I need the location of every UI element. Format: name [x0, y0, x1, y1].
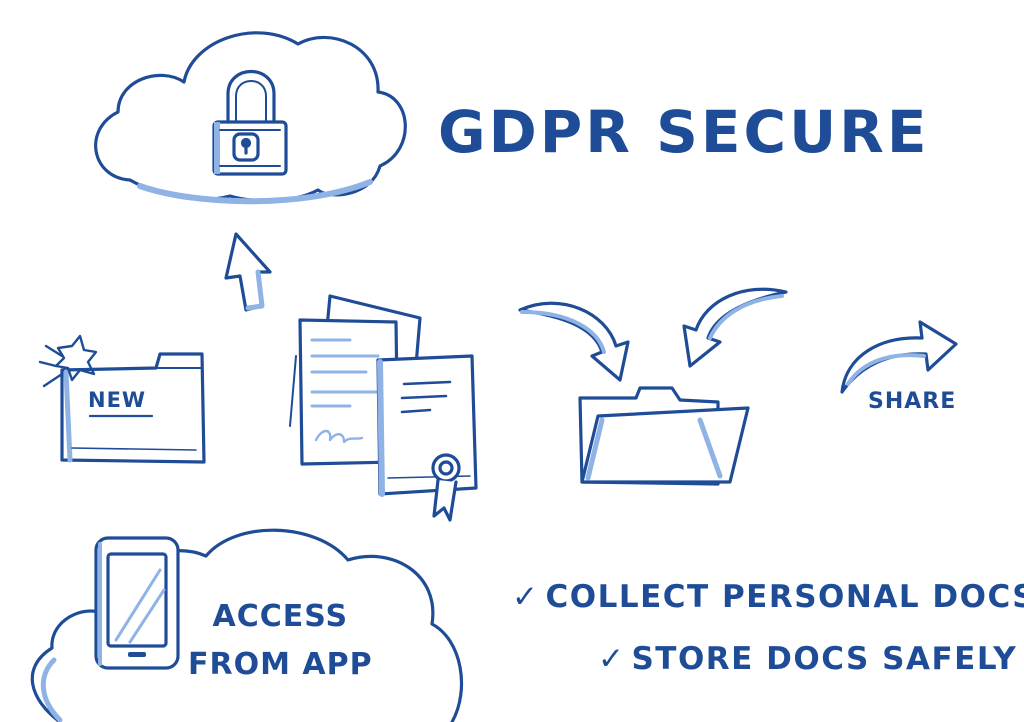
certificate-icon — [376, 354, 478, 522]
checklist-item: ✓STORE DOCS SAFELY — [598, 641, 1017, 677]
share-label: SHARE — [868, 389, 957, 414]
cloud-icon — [30, 528, 464, 722]
starburst-icon — [38, 334, 98, 388]
access-label-line1: ACCESS — [212, 599, 349, 634]
new-folder-icon — [60, 352, 206, 464]
checklist-item-text: COLLECT PERSONAL DOCS — [545, 579, 1024, 615]
smartphone-icon — [94, 536, 180, 670]
cloud-icon — [94, 31, 407, 205]
open-folder-icon — [578, 386, 750, 486]
arrow-up-icon — [224, 232, 272, 312]
curved-arrow-icon — [682, 287, 788, 368]
checkmark-icon: ✓ — [598, 641, 626, 677]
page-title: GDPR SECURE — [438, 98, 930, 166]
access-from-app-label: ACCESS FROM APP — [188, 593, 373, 689]
new-label: NEW — [88, 388, 147, 412]
checklist-item-text: STORE DOCS SAFELY — [631, 641, 1018, 677]
access-label-line2: FROM APP — [188, 647, 373, 682]
checkmark-icon: ✓ — [512, 579, 540, 615]
share-arrow-icon — [840, 320, 958, 394]
padlock-icon — [212, 70, 288, 176]
checklist-item: ✓COLLECT PERSONAL DOCS — [512, 579, 1024, 615]
curved-arrow-icon — [518, 301, 630, 382]
